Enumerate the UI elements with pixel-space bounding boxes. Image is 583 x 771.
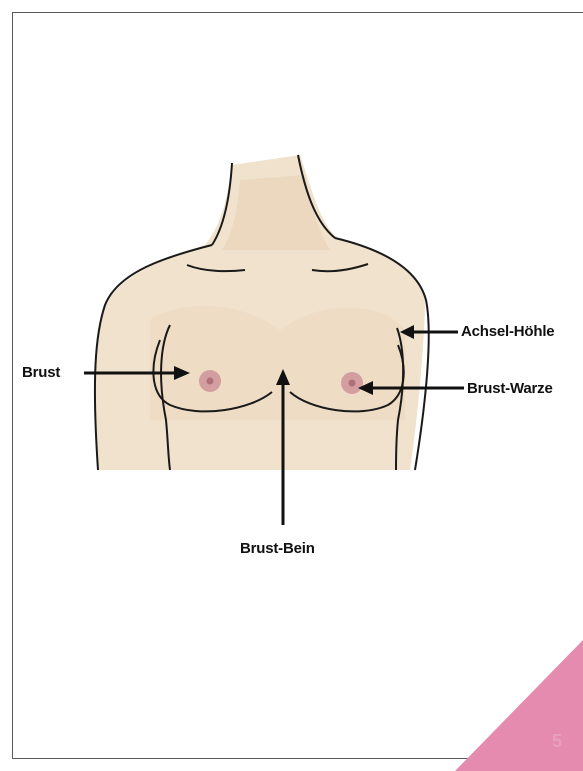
corner-accent: [455, 640, 583, 771]
label-achsel-hoehle: Achsel-Höhle: [461, 323, 554, 340]
page-number: 5: [552, 731, 562, 752]
right-nipple-center: [349, 380, 356, 387]
label-brust-bein: Brust-Bein: [240, 540, 315, 557]
left-nipple-center: [207, 378, 214, 385]
label-brust-warze: Brust-Warze: [467, 380, 553, 397]
label-brust: Brust: [22, 364, 60, 381]
